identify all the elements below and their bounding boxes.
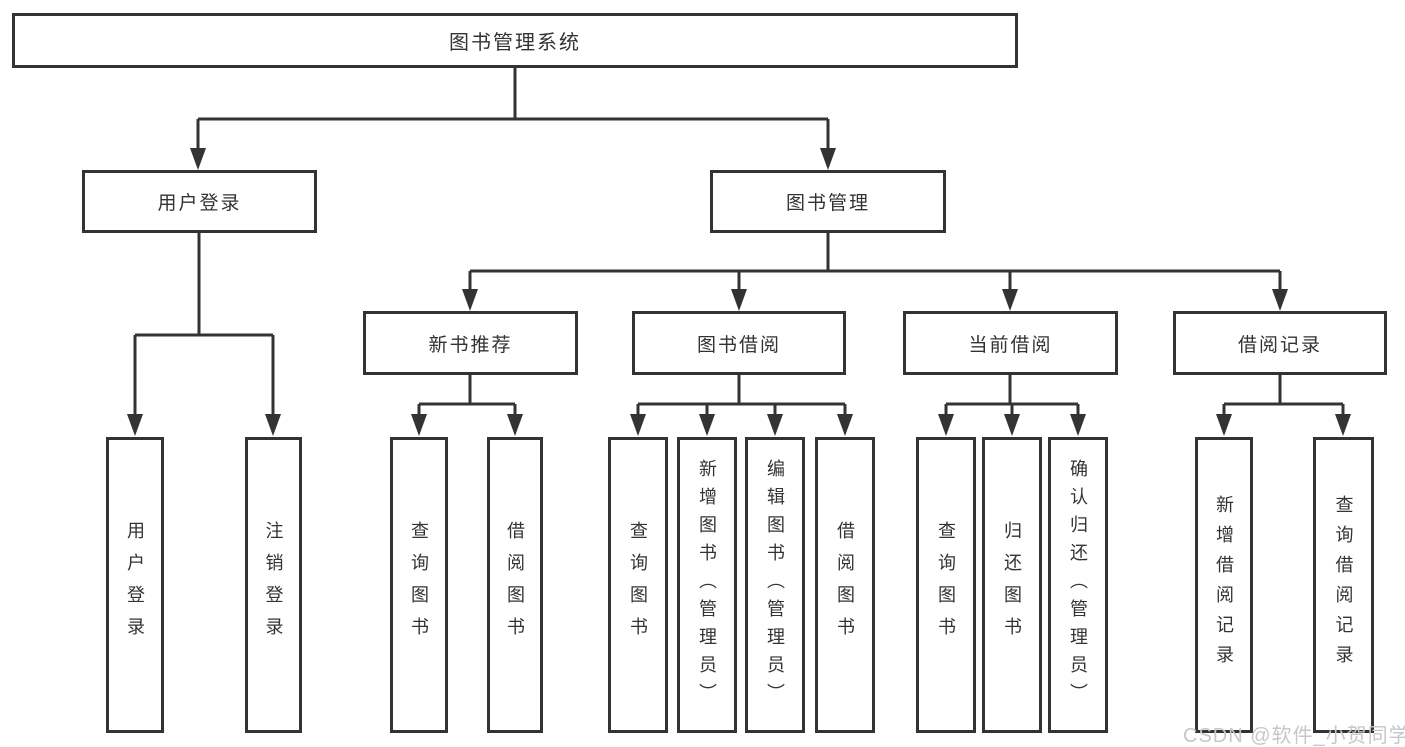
- connector-borrow-to-leaves: [636, 375, 847, 418]
- arrow-down-icon: [1272, 289, 1288, 311]
- node-root-system: 图书管理系统: [12, 13, 1018, 68]
- leaf-edit-book-admin: 编辑图书（管理员）: [745, 437, 805, 733]
- connector-record-to-leaves: [1222, 375, 1345, 418]
- connector-newbook-to-leaves: [417, 375, 517, 418]
- node-current-borrow: 当前借阅: [903, 311, 1118, 375]
- arrow-down-icon: [1004, 414, 1020, 436]
- leaf-borrow-book-1: 借阅图书: [487, 437, 543, 733]
- arrow-down-icon: [1335, 414, 1351, 436]
- node-book-management: 图书管理: [710, 170, 946, 233]
- node-borrow-record: 借阅记录: [1173, 311, 1387, 375]
- arrow-down-icon: [1002, 289, 1018, 311]
- leaf-query-book-2: 查询图书: [608, 437, 668, 733]
- arrow-down-icon: [1216, 414, 1232, 436]
- connector-root-to-level2: [196, 68, 830, 152]
- arrow-down-icon: [837, 414, 853, 436]
- node-label: 图书借阅: [696, 334, 781, 356]
- leaf-label: 查询借阅记录: [1333, 495, 1354, 675]
- arrow-down-icon: [265, 414, 281, 436]
- leaf-return-book: 归还图书: [982, 437, 1042, 733]
- leaf-query-book-1: 查询图书: [390, 437, 448, 733]
- leaf-label: 编辑图书（管理员）: [765, 459, 785, 711]
- node-book-borrow: 图书借阅: [632, 311, 846, 375]
- leaf-borrow-book-2: 借阅图书: [815, 437, 875, 733]
- arrow-down-icon: [767, 414, 783, 436]
- connector-strokes: [133, 68, 1345, 418]
- connector-bookmgmt-to-level3: [468, 233, 1282, 292]
- leaf-label: 借阅图书: [835, 521, 855, 649]
- leaf-label: 查询图书: [628, 521, 648, 649]
- node-label: 图书管理: [785, 193, 870, 214]
- arrow-down-icon: [731, 289, 747, 311]
- leaf-add-book-admin: 新增图书（管理员）: [677, 437, 737, 733]
- leaf-label: 查询图书: [936, 521, 956, 649]
- leaf-confirm-return-admin: 确认归还（管理员）: [1048, 437, 1108, 733]
- node-label: 借阅记录: [1237, 334, 1322, 356]
- node-label: 图书管理系统: [449, 32, 581, 54]
- arrow-down-icon: [699, 414, 715, 436]
- node-new-book-recommend: 新书推荐: [363, 311, 578, 375]
- leaf-label: 注销登录: [263, 521, 284, 649]
- leaf-label: 新增图书（管理员）: [697, 459, 717, 711]
- leaf-label: 归还图书: [1002, 521, 1022, 649]
- leaf-query-borrow-record: 查询借阅记录: [1313, 437, 1374, 733]
- leaf-query-book-3: 查询图书: [916, 437, 976, 733]
- node-label: 用户登录: [157, 193, 242, 214]
- arrow-down-icon: [507, 414, 523, 436]
- connector-current-to-leaves: [944, 375, 1080, 418]
- node-label: 当前借阅: [968, 334, 1053, 356]
- leaf-label: 新增借阅记录: [1214, 495, 1234, 675]
- leaf-label: 借阅图书: [505, 521, 525, 649]
- csdn-watermark: CSDN @软件_小贺同学: [1183, 725, 1405, 747]
- arrowheads: [127, 148, 1351, 436]
- arrow-down-icon: [190, 148, 206, 170]
- leaf-user-login: 用户登录: [106, 437, 164, 733]
- arrow-down-icon: [411, 414, 427, 436]
- node-user-login-branch: 用户登录: [82, 170, 317, 233]
- leaf-label: 用户登录: [125, 521, 145, 649]
- arrow-down-icon: [938, 414, 954, 436]
- leaf-logout: 注销登录: [245, 437, 302, 733]
- arrow-down-icon: [1070, 414, 1086, 436]
- arrow-down-icon: [462, 289, 478, 311]
- leaf-label: 查询图书: [409, 521, 429, 649]
- arrow-down-icon: [820, 148, 836, 170]
- arrow-down-icon: [127, 414, 143, 436]
- leaf-add-borrow-record: 新增借阅记录: [1195, 437, 1253, 733]
- leaf-label: 确认归还（管理员）: [1068, 459, 1088, 711]
- node-label: 新书推荐: [428, 334, 513, 356]
- arrow-down-icon: [630, 414, 646, 436]
- connector-userlogin-to-leaves: [133, 233, 275, 418]
